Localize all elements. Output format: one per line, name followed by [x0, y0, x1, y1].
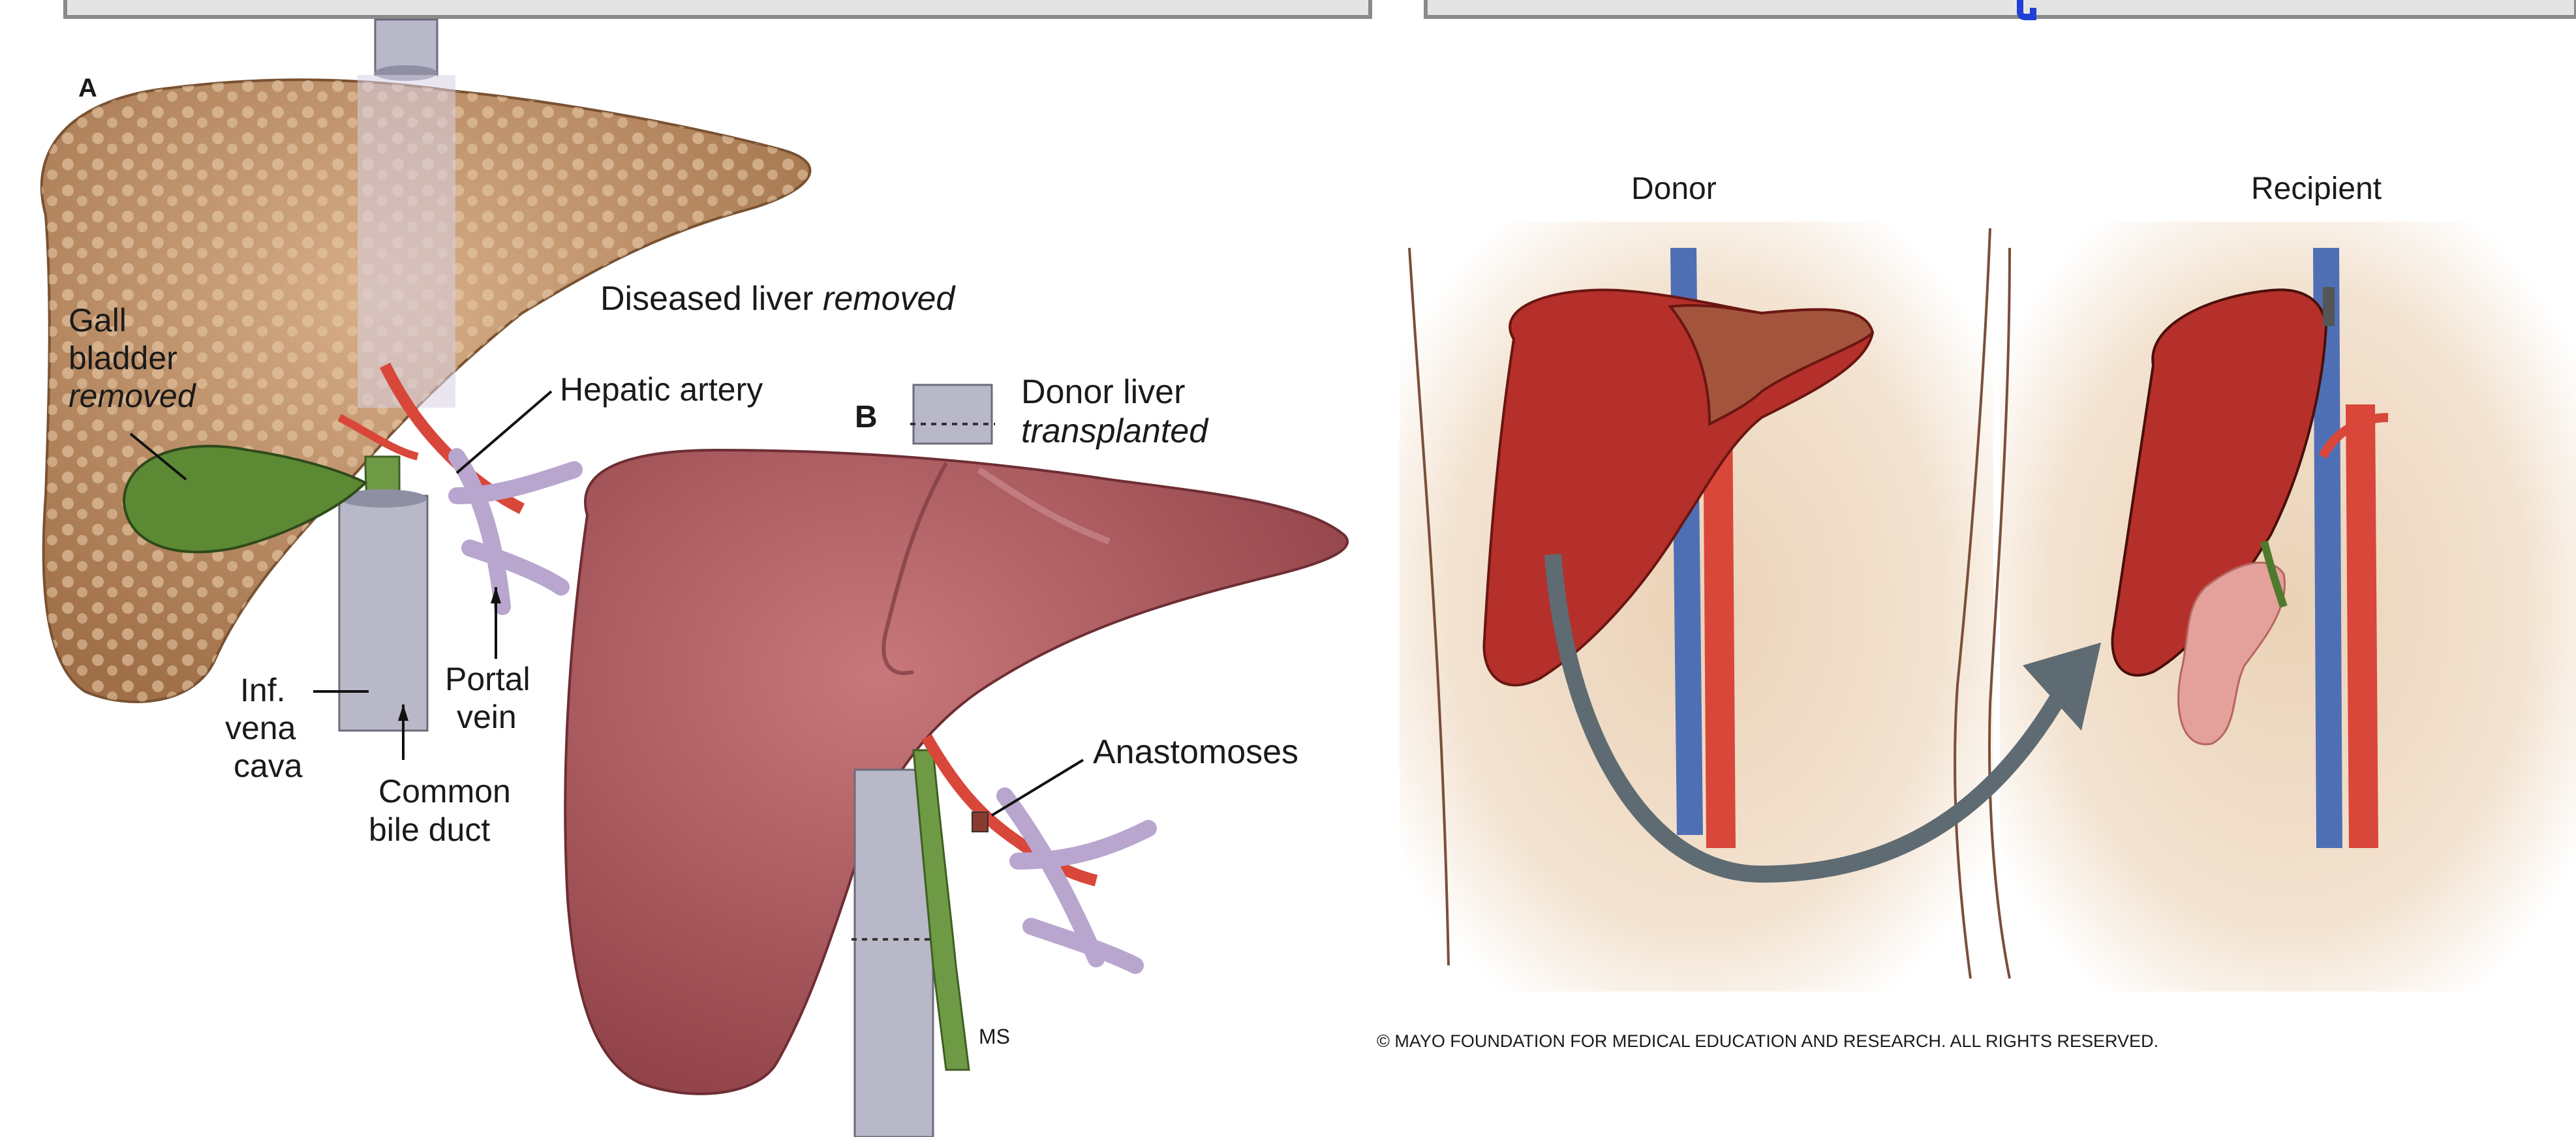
- left-title-bar: [65, 0, 1370, 17]
- label-bile-duct: bile duct: [369, 811, 490, 848]
- label-anastomoses: Anastomoses: [1093, 733, 1298, 771]
- copyright-notice: © MAYO FOUNDATION FOR MEDICAL EDUCATION …: [1377, 1031, 2158, 1051]
- label-cava: cava: [234, 748, 303, 784]
- recipient-aorta: [2346, 404, 2378, 848]
- right-title-bar: [1426, 0, 2576, 17]
- label-common: Common: [378, 773, 511, 810]
- anastomosis-marker: [972, 812, 988, 832]
- label-inf: Inf.: [240, 672, 285, 708]
- artist-signature: MS: [979, 1025, 1010, 1048]
- recipient-vascular-clamp: [2323, 287, 2335, 326]
- panel-b-title-line2: transplanted: [1021, 412, 1209, 450]
- label-hepatic-artery: Hepatic artery: [560, 371, 763, 408]
- donor-ivc-upper: [913, 385, 992, 444]
- label-vena: vena: [225, 710, 296, 746]
- label-removed: removed: [69, 378, 197, 414]
- label-portal: Portal: [445, 661, 530, 697]
- label-bladder: bladder: [69, 340, 177, 376]
- panel-b: B Donor liver transplanted Anastomoses M…: [565, 373, 1347, 1137]
- portal-vein: [457, 457, 574, 607]
- label-vein: vein: [457, 699, 517, 735]
- label-gall: Gall: [69, 302, 127, 339]
- panel-b-title-line1: Donor liver: [1021, 373, 1185, 411]
- panel-a-title: Diseased liver removed: [600, 280, 956, 318]
- donor-label: Donor: [1631, 172, 1717, 206]
- panel-c: Donor Recipient © MAYO FOUNDATION FOR ME…: [1377, 172, 2576, 1051]
- panel-b-letter: B: [855, 400, 878, 434]
- ivc-lower: [339, 496, 427, 731]
- recipient-label: Recipient: [2251, 172, 2382, 206]
- panel-a-letter: A: [78, 74, 97, 102]
